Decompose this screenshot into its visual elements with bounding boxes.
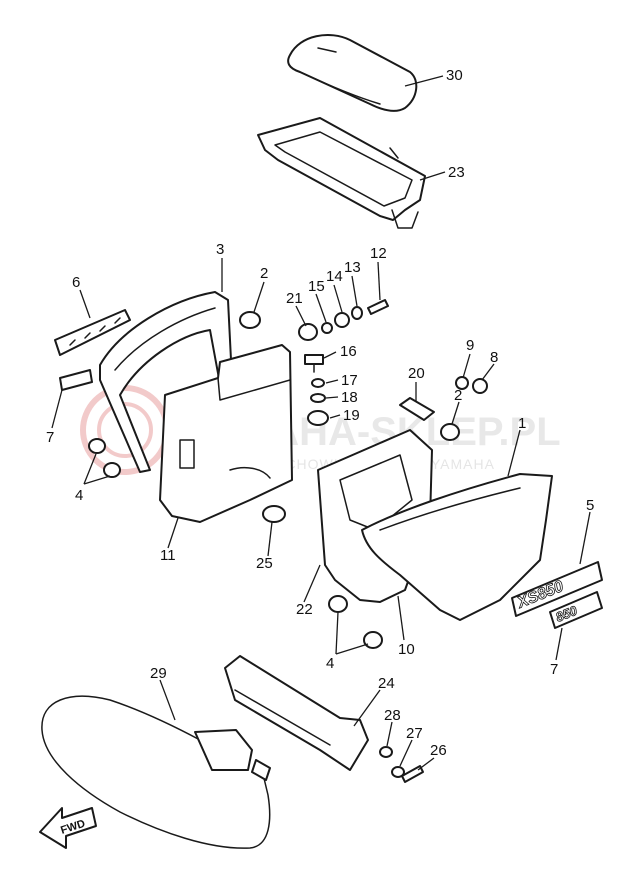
callout-26: 26 — [430, 742, 447, 759]
callout-14: 14 — [326, 268, 343, 285]
callout-6: 6 — [72, 274, 80, 291]
callout-2: 2 — [260, 265, 268, 282]
callout-1: 1 — [518, 415, 526, 432]
part-grommet-7a — [59, 369, 93, 391]
part-storage-tray — [257, 117, 426, 229]
callout-13: 13 — [344, 259, 361, 276]
callout-9: 9 — [466, 337, 474, 354]
part-grommet-4a — [88, 438, 121, 478]
part-damper-2b — [440, 423, 460, 441]
part-grommet-19 — [307, 410, 329, 426]
part-washer-15 — [321, 322, 333, 334]
callout-29: 29 — [150, 665, 167, 682]
part-nut-9 — [455, 376, 469, 390]
callout-18: 18 — [341, 389, 358, 406]
part-emblem-displacement: 850 — [549, 591, 603, 629]
callout-16: 16 — [340, 343, 357, 360]
callout-11: 11 — [160, 547, 176, 564]
part-damper-2a — [239, 311, 261, 329]
callout-20: 20 — [408, 365, 425, 382]
part-cable-29 — [41, 695, 271, 849]
part-collar-14 — [334, 312, 350, 328]
callout-5: 5 — [586, 497, 594, 514]
part-bolt-12 — [367, 299, 389, 315]
callout-4: 4 — [326, 655, 334, 672]
leader-lines — [51, 75, 591, 771]
callout-4: 4 — [75, 487, 83, 504]
part-side-cover — [361, 473, 553, 621]
part-seat-cushion — [287, 34, 418, 112]
front-direction-arrow: FWD — [39, 807, 97, 849]
callout-7: 7 — [550, 661, 558, 678]
callout-19: 19 — [343, 407, 360, 424]
part-washer-8 — [472, 378, 488, 394]
part-rubber-strip — [54, 309, 131, 356]
part-grommet-4b — [328, 595, 383, 649]
callout-23: 23 — [448, 164, 465, 181]
callout-8: 8 — [490, 349, 498, 366]
part-screw-16 — [304, 354, 324, 373]
callout-15: 15 — [308, 278, 325, 295]
part-rear-cover — [224, 655, 369, 771]
part-washer-18 — [310, 393, 326, 403]
callout-labels: 30 23 3 2 6 21 15 14 13 12 16 17 18 19 2… — [46, 67, 594, 759]
callout-22: 22 — [296, 601, 313, 618]
part-washer-13 — [351, 306, 363, 320]
part-nut-17 — [311, 378, 325, 388]
part-collar-21 — [298, 323, 318, 341]
callout-24: 24 — [378, 675, 395, 692]
callout-28: 28 — [384, 707, 401, 724]
callout-27: 27 — [406, 725, 423, 742]
callout-7: 7 — [46, 429, 54, 446]
callout-3: 3 — [216, 241, 224, 258]
part-clip-20 — [399, 397, 435, 421]
part-washer-28 — [379, 746, 393, 758]
callout-25: 25 — [256, 555, 273, 572]
callout-30: 30 — [446, 67, 463, 84]
part-bolt-26 — [401, 765, 424, 783]
callout-12: 12 — [370, 245, 387, 262]
callout-2: 2 — [454, 387, 462, 404]
callout-10: 10 — [398, 641, 415, 658]
part-grommet-25 — [262, 505, 286, 523]
part-washer-27 — [391, 766, 405, 778]
callout-21: 21 — [286, 290, 303, 307]
callout-17: 17 — [341, 372, 358, 389]
part-air-box — [159, 344, 293, 523]
